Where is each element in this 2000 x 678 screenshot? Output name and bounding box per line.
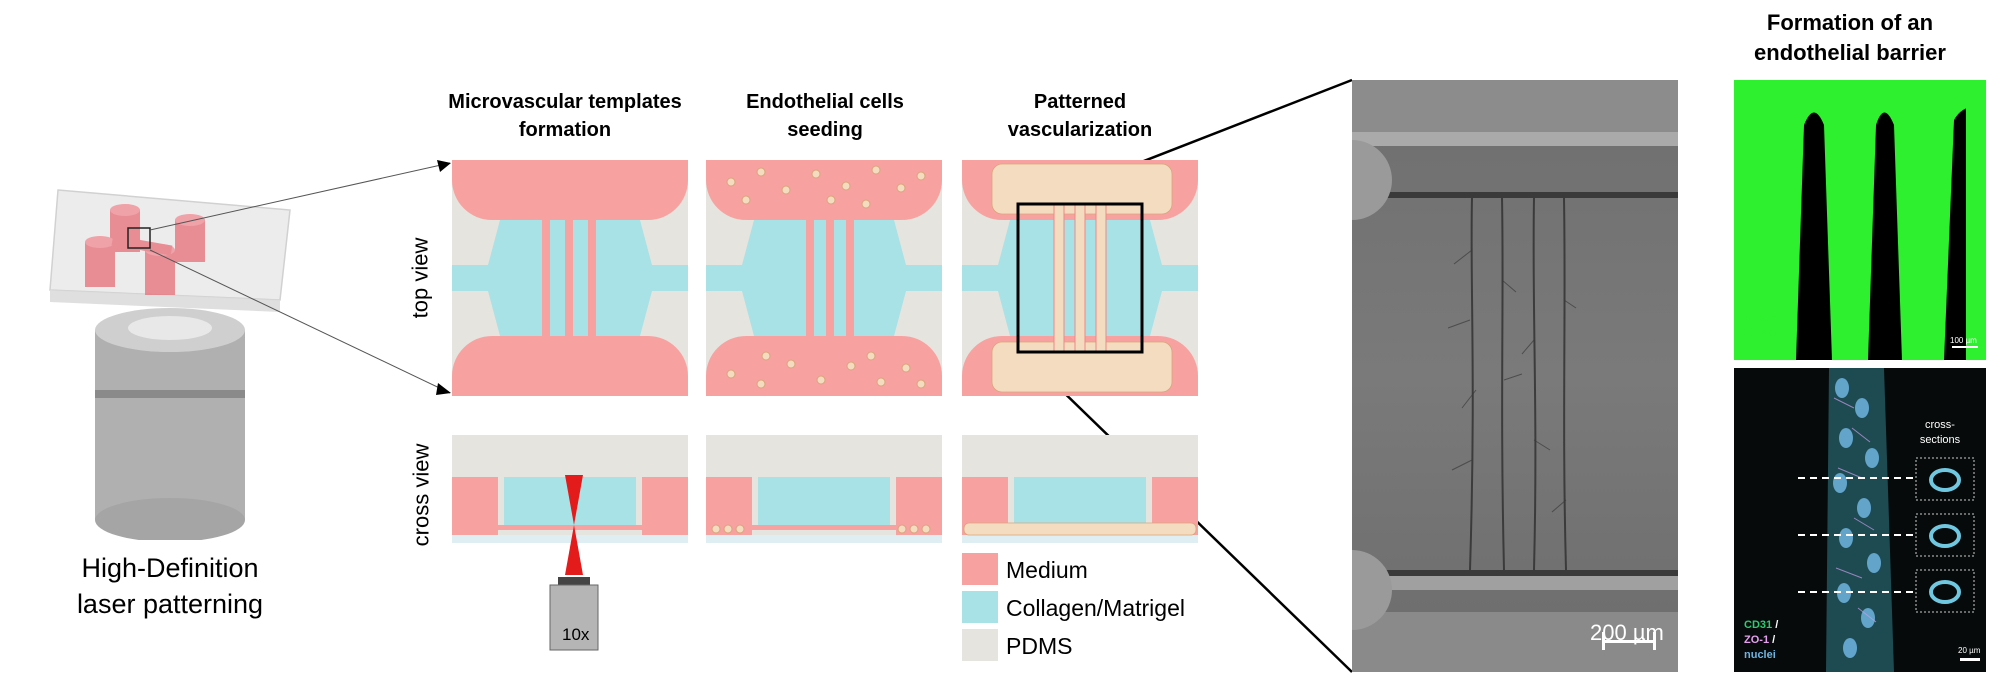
title-line: vascularization [1007, 119, 1153, 141]
legend-swatch-collagen [962, 591, 998, 623]
dextran-line: 70 kDa [1744, 327, 1780, 339]
brightfield-micrograph [1352, 80, 1678, 672]
cross-line: sections [1919, 434, 1961, 446]
stain-scale-label: 20 µm [1958, 646, 1981, 655]
caption-line-1: High-Definition [81, 553, 259, 583]
stage-title-templates: Microvascular templates formation [430, 88, 700, 144]
stain-zo1: ZO-1 [1744, 634, 1770, 646]
device-illustration [49, 189, 291, 540]
objective-cylinder [95, 308, 245, 540]
zoom-box [1016, 202, 1144, 354]
cross-line: cross- [1925, 419, 1955, 431]
laser-objective [549, 475, 599, 651]
dextran-line: Dextran [1744, 312, 1785, 324]
title-line: formation [518, 119, 612, 141]
stage-title-vascularization: Patterned vascularization [955, 88, 1205, 144]
top-view-vascularization [962, 160, 1198, 396]
stage-title-seeding: Endothelial cells seeding [700, 88, 950, 144]
cross-view-label: cross view [408, 443, 434, 547]
barrier-title: Formation of an endothelial barrier [1700, 8, 2000, 68]
title-line: Microvascular templates [448, 91, 682, 113]
immunostain-image [1734, 368, 1986, 672]
stain-legend: CD31 / ZO-1 / nuclei [1744, 618, 1778, 663]
legend-label-medium: Medium [1006, 557, 1088, 583]
title-line: Endothelial cells [746, 91, 904, 113]
legend-swatch-medium [962, 553, 998, 585]
caption-line-2: laser patterning [76, 589, 264, 619]
title-line: endothelial barrier [1754, 40, 1946, 65]
objective-label: 10x [562, 625, 590, 644]
separator: / [1775, 619, 1779, 631]
top-view-label: top view [407, 237, 433, 319]
cross-view-seeding [706, 435, 942, 543]
zoom-box [127, 227, 151, 249]
separator: / [1772, 634, 1776, 646]
chip-wells [85, 204, 205, 295]
title-line: seeding [787, 119, 863, 141]
stain-nuclei: nuclei [1744, 649, 1776, 661]
cross-sections-label: cross- sections [1910, 418, 1970, 448]
top-view-templates [452, 160, 688, 396]
legend-label-collagen: Collagen/Matrigel [1006, 595, 1185, 621]
dextran-label: FITC- Dextran 70 kDa [1744, 296, 1785, 341]
fitc-dextran-image [1734, 80, 1986, 360]
legend-label-pdms: PDMS [1006, 633, 1073, 659]
top-view-seeding [706, 160, 942, 396]
device-caption: High-Definition laser patterning [40, 550, 300, 622]
legend-swatch-pdms [962, 629, 998, 661]
stain-cd31: CD31 [1744, 619, 1773, 631]
stain-line-1: CD31 / [1744, 618, 1778, 633]
title-line: Formation of an [1766, 10, 1934, 35]
cross-view-vascularization [962, 435, 1198, 543]
micrograph-scale-label: 200 µm [1590, 620, 1664, 645]
dextran-line: FITC- [1744, 297, 1773, 309]
stain-line-2: ZO-1 / [1744, 633, 1778, 648]
fitc-scale-label: 100 µm [1950, 336, 1977, 345]
title-line: Patterned [1033, 91, 1127, 113]
